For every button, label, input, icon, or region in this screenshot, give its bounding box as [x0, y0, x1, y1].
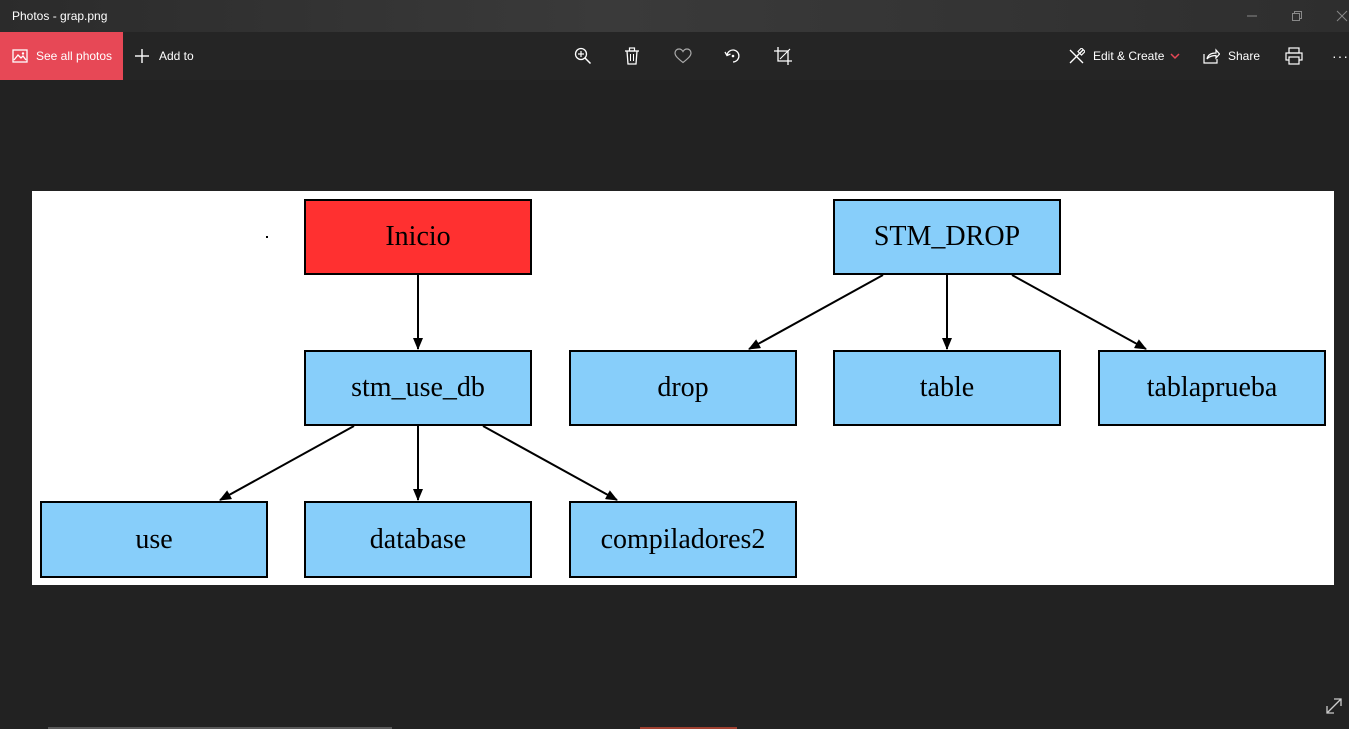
share-label: Share	[1228, 49, 1261, 63]
title-bar: Photos - grap.png	[0, 0, 1349, 32]
add-to-label: Add to	[159, 49, 194, 63]
zoom-in-icon	[574, 47, 592, 65]
minimize-button[interactable]	[1229, 0, 1275, 32]
photo-canvas: Inicio stm_use_db use database compilado…	[32, 191, 1334, 585]
delete-button[interactable]	[620, 44, 644, 68]
node-stm-drop: STM_DROP	[833, 199, 1061, 275]
node-database: database	[304, 501, 532, 578]
heart-icon	[674, 48, 692, 64]
toolbar: See all photos Add to	[0, 32, 1349, 80]
crop-icon	[774, 47, 792, 65]
node-tablaprueba: tablaprueba	[1098, 350, 1326, 426]
restore-button[interactable]	[1274, 0, 1320, 32]
minimize-icon	[1247, 15, 1257, 17]
node-use: use	[40, 501, 268, 578]
rotate-button[interactable]	[721, 44, 745, 68]
filmstrip-thumb[interactable]	[48, 727, 392, 729]
plus-icon	[135, 49, 149, 63]
stray-dot	[266, 236, 268, 238]
edit-create-label: Edit & Create	[1093, 49, 1165, 63]
window-title: Photos - grap.png	[12, 9, 108, 23]
edge-stm-drop-tablaprueba	[1011, 274, 1147, 350]
edge-stm-drop-drop	[748, 274, 884, 350]
filmstrip-thumb[interactable]	[640, 727, 737, 729]
more-options-button[interactable]: ···	[1332, 32, 1349, 80]
print-button[interactable]	[1282, 44, 1306, 68]
favorite-button[interactable]	[671, 44, 695, 68]
edit-create-button[interactable]: Edit & Create	[1068, 32, 1180, 80]
edge-stm-use-db-use	[219, 425, 355, 501]
edge-stm-use-db-compiladores2	[482, 425, 618, 501]
node-drop: drop	[569, 350, 797, 426]
edit-create-icon	[1069, 47, 1085, 63]
close-window-button[interactable]	[1319, 0, 1349, 32]
crop-button[interactable]	[771, 44, 795, 68]
share-icon	[1203, 48, 1220, 64]
chevron-down-icon	[1170, 53, 1180, 60]
rotate-icon	[724, 49, 740, 63]
node-stm-use-db: stm_use_db	[304, 350, 532, 426]
trash-icon	[625, 47, 639, 65]
more-options-icon: ···	[1332, 48, 1349, 64]
restore-icon	[1292, 11, 1302, 21]
node-compiladores2: compiladores2	[569, 501, 797, 578]
diagram-edges	[219, 274, 1147, 501]
add-to-button[interactable]: Add to	[134, 32, 194, 80]
expand-icon[interactable]	[1325, 697, 1343, 715]
printer-icon	[1285, 47, 1303, 65]
zoom-button[interactable]	[571, 44, 595, 68]
node-inicio: Inicio	[304, 199, 532, 275]
close-icon	[1336, 10, 1348, 22]
photo-icon	[12, 49, 28, 63]
see-all-photos-label: See all photos	[36, 49, 113, 63]
share-button[interactable]: Share	[1203, 32, 1260, 80]
see-all-photos-button[interactable]: See all photos	[0, 32, 123, 80]
node-table: table	[833, 350, 1061, 426]
